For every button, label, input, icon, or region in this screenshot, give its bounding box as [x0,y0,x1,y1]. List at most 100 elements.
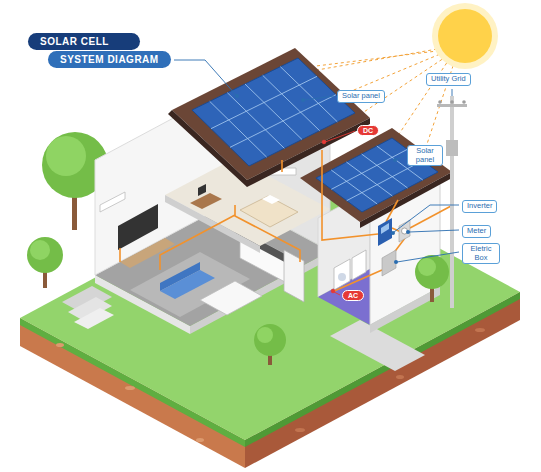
house-left-block-part [200,281,262,315]
roof-second-part [316,138,438,212]
wiring [120,150,451,292]
ground-island-part [396,375,404,379]
roof-main-part [192,58,355,166]
upper-floor-part [190,193,222,209]
sun-rays-part [395,58,450,140]
label-text: Solar panel [342,92,380,101]
title-pill: SOLAR CELL [28,33,140,50]
inverter-meter-box [378,218,410,276]
leader-dots-part [406,230,410,234]
upper-floor-part [262,195,280,204]
leader-dots-part [393,158,397,162]
current-leaders-part [331,289,335,293]
utility-pole-part [450,96,454,308]
leader-lines-part [452,89,453,96]
panel-grid-part [227,93,284,149]
inverter-meter-box-part [378,218,392,246]
ground-island-part [196,438,204,442]
panel-grid-part [230,95,336,148]
ground-island-part [475,328,485,332]
house-left-block-part [284,250,304,302]
current-leaders-part [334,292,340,295]
sun-part [438,9,492,63]
title-pill: SYSTEM DIAGRAM [48,51,171,68]
upper-floor-part [198,184,206,196]
current-badge: AC [342,290,364,301]
wiring-part [410,206,451,228]
panel-grid-part [331,149,407,189]
panel-grid-part [331,170,377,204]
callout-label: Solar panel [407,145,443,166]
panel-grid-part [263,75,320,130]
leader-lines-part [394,205,459,232]
tree [415,255,449,302]
tree [254,324,286,365]
utility-pole-part [438,100,442,104]
wiring-part [332,270,382,292]
house-right-block-part [370,287,440,333]
wiring-part [119,248,121,262]
tree-part [415,255,449,289]
callout-label: Inverter [462,200,497,213]
wiring-part [160,215,235,270]
inverter-meter-box-part [381,223,389,234]
leader-dots [235,94,410,264]
sun-part [432,3,498,69]
label-text: Solar panel [412,147,438,164]
leader-dots-part [235,94,239,98]
house-right-block-part [352,250,366,280]
current-leaders-part [322,140,326,144]
label-text: SYSTEM DIAGRAM [60,54,159,65]
ground-island-part [56,343,64,347]
panel-grid-part [347,161,423,201]
sun-rays-part [300,50,445,68]
tree-part [46,136,86,176]
label-text: DC [363,127,373,134]
leader-dots-part [391,231,395,235]
utility-pole-part [450,100,454,104]
house-left-block-part [118,204,158,250]
label-text: SOLAR CELL [40,36,126,47]
tree-part [30,240,50,260]
house-right-block-part [338,273,346,281]
panel-grid-part [346,162,392,196]
leader-dots-part [394,260,398,264]
current-leaders-part [325,131,355,142]
sun [432,3,498,69]
house-left-block-part [100,192,125,212]
house-left-block-part [160,270,215,299]
house-left-block-part [74,308,114,329]
wiring-part [235,205,300,262]
house-left-block-part [120,238,175,268]
label-text: Inverter [467,202,492,211]
callout-label: Meter [462,225,491,238]
panel-grid-part [245,84,302,140]
callout-label: Utility Grid [426,73,471,86]
inverter-meter-box-part [399,220,410,242]
tree-part [254,324,286,356]
label-text: Meter [467,227,486,236]
leader-lines-part [409,230,459,232]
callout-label: Eletric Box [462,243,500,264]
leader-dots-part [301,98,305,102]
current-leaders [322,131,355,295]
label-text: AC [348,292,358,299]
leader-lines-part [396,155,405,160]
leader-lines [174,60,459,262]
wiring-part [281,160,283,172]
current-badge: DC [357,125,379,136]
wiring-part [322,150,378,240]
tree-part [257,327,273,343]
label-text: Utility Grid [431,75,466,84]
ground-island-part [125,386,135,390]
inverter-meter-box-part [382,250,396,276]
leader-lines-part [304,96,334,100]
tree-part [418,258,436,276]
label-text: Eletric Box [467,245,495,262]
panel-grid [210,67,338,158]
utility-pole-part [446,140,458,156]
sun-rays-part [355,56,447,118]
